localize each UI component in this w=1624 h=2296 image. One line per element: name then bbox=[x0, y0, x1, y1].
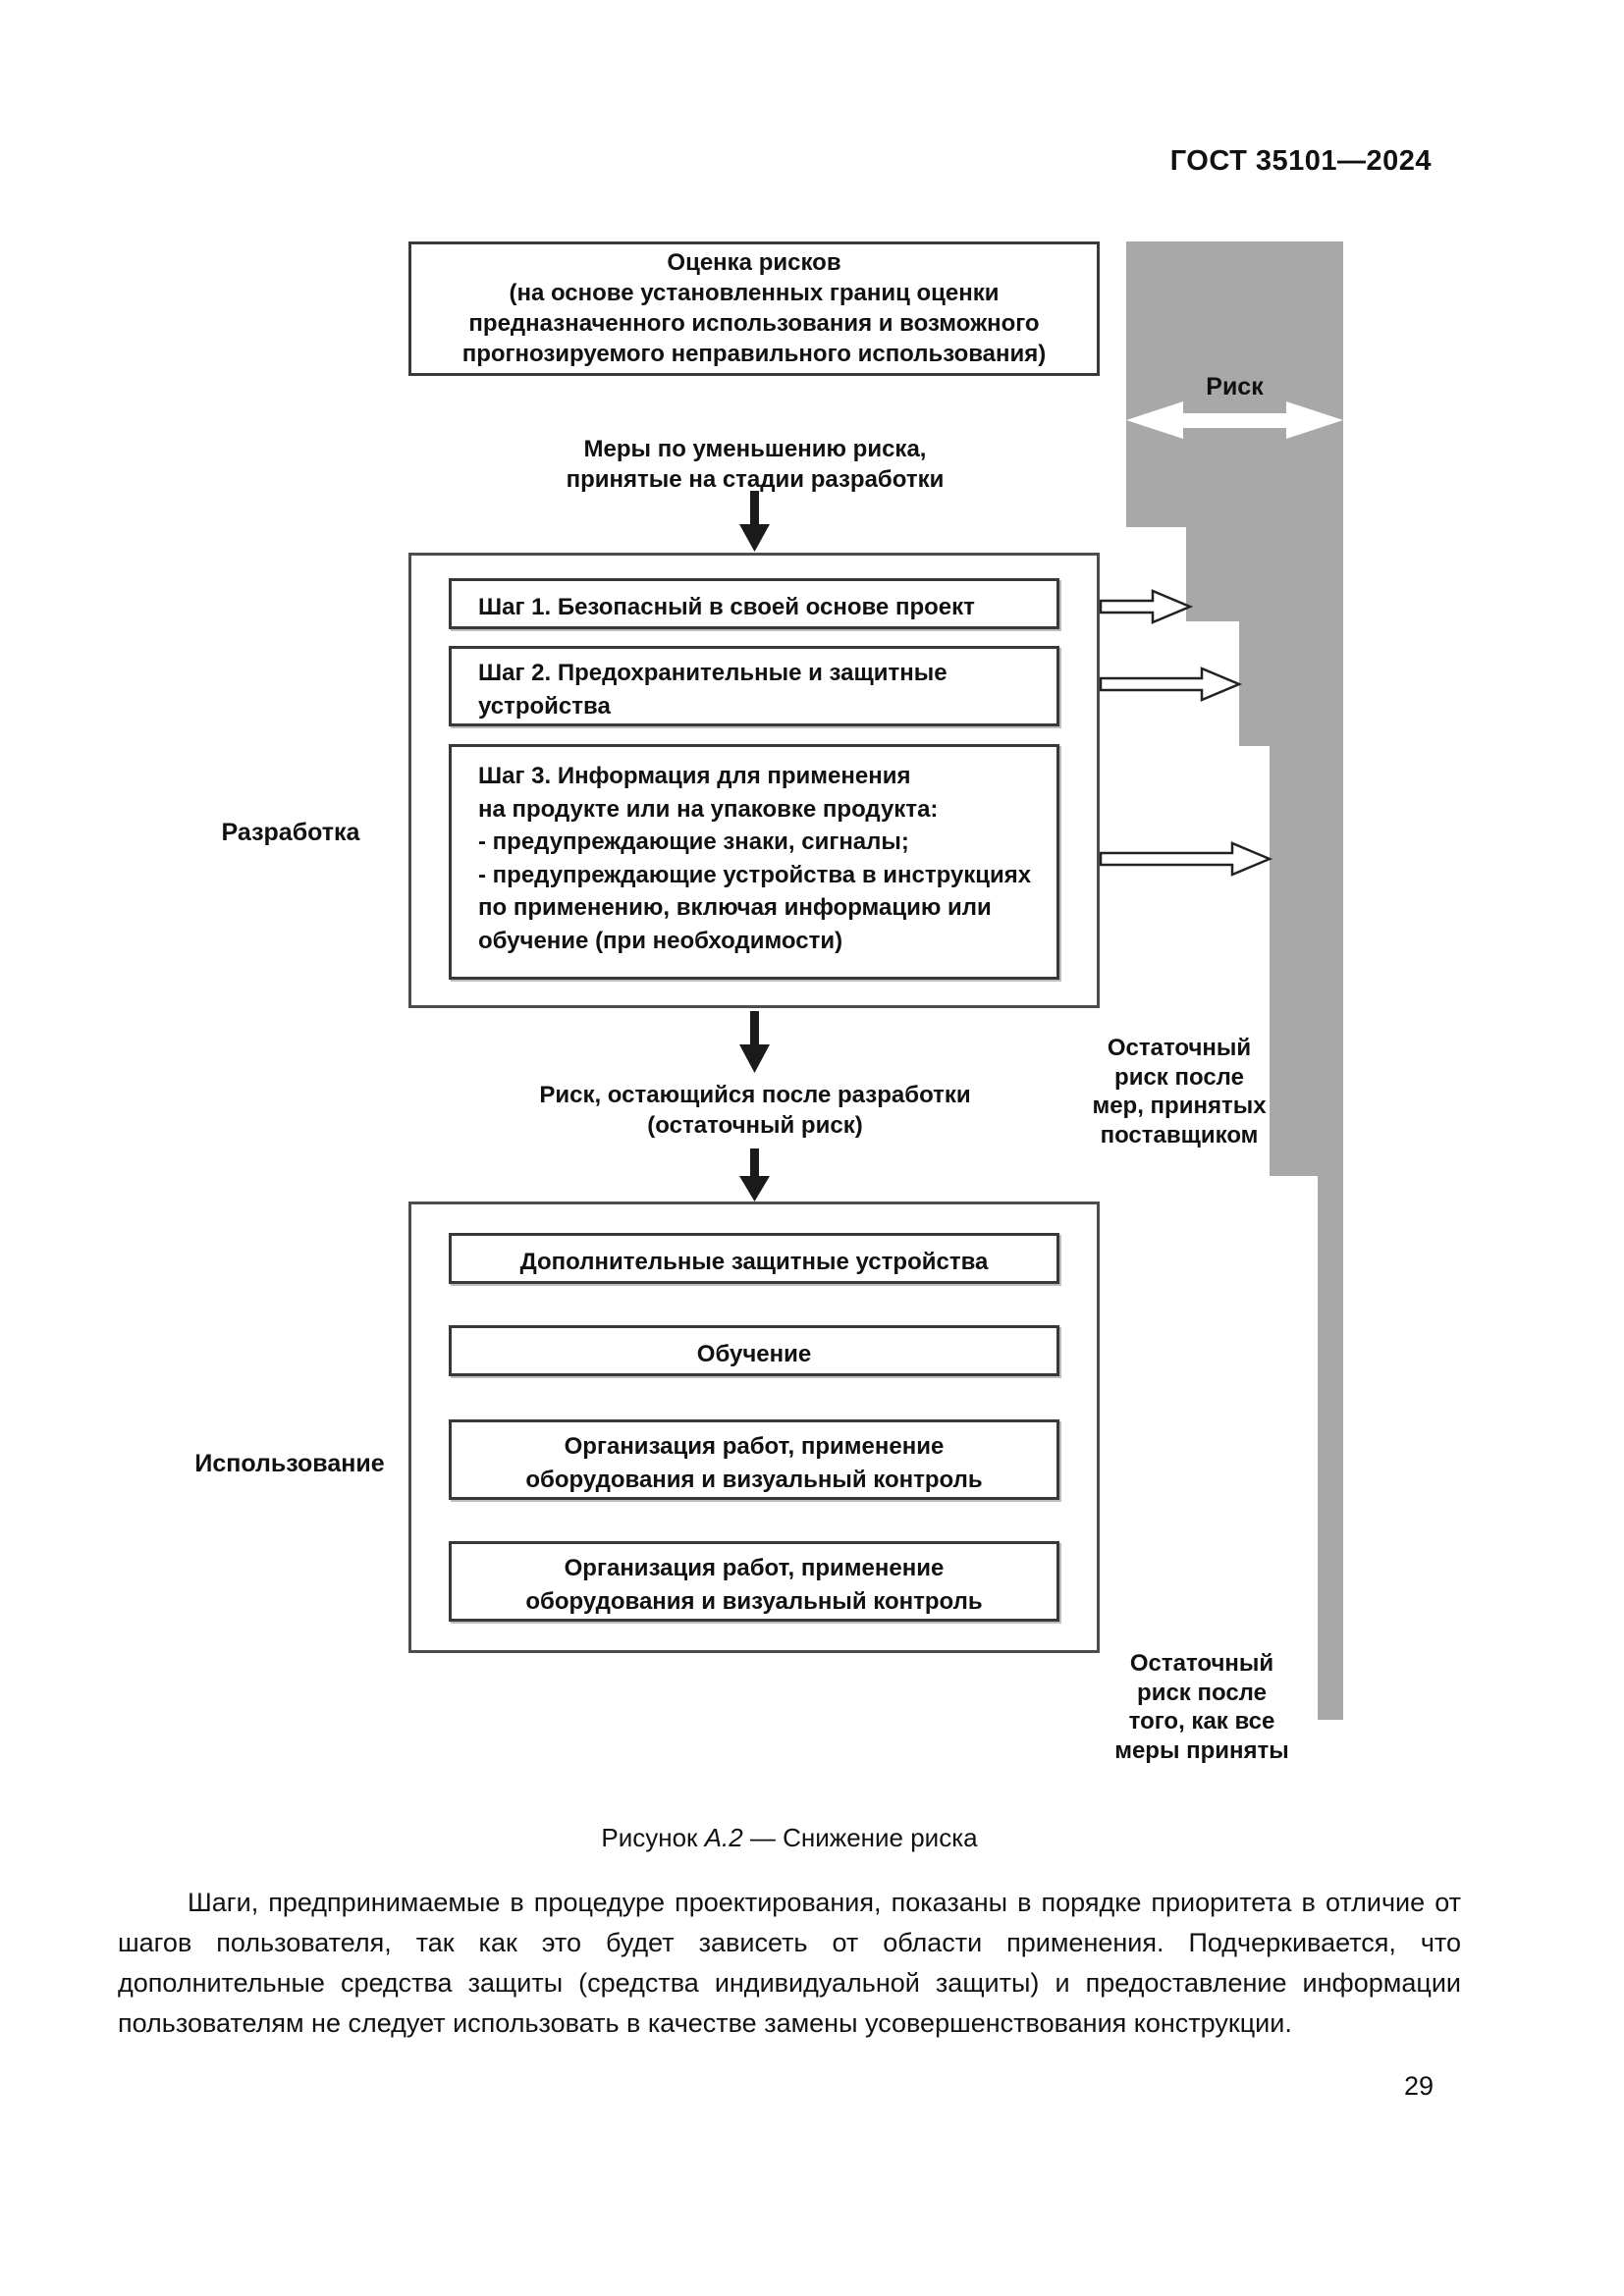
residual-line: (остаточный риск) bbox=[647, 1112, 863, 1139]
risk-assessment-box: Оценка рисков (на основе установленных г… bbox=[408, 241, 1100, 376]
document-header: ГОСТ 35101—2024 bbox=[1169, 145, 1432, 177]
use1-box: Дополнительные защитные устройства bbox=[449, 1233, 1059, 1284]
assessment-line: (на основе установленных границ оценки bbox=[509, 280, 1000, 306]
supplier-residual-line: поставщиком bbox=[1100, 1121, 1259, 1148]
use4-box: Организация работ, применение оборудован… bbox=[449, 1541, 1059, 1622]
down-arrow-measures bbox=[739, 491, 770, 552]
residual-note: Риск, остающийся после разработки (остат… bbox=[460, 1080, 1050, 1141]
step2-line: Шаг 2. Предохранительные и защитные bbox=[478, 660, 947, 686]
development-label: Разработка bbox=[221, 819, 360, 846]
step3-line: - предупреждающие устройства в инструкци… bbox=[478, 861, 1032, 888]
measures-line: принятые на стадии разработки bbox=[566, 466, 945, 493]
figure-caption-suffix: — Снижение риска bbox=[742, 1823, 978, 1852]
use-group-box bbox=[408, 1201, 1100, 1653]
assessment-line: прогнозируемого неправильного использова… bbox=[461, 341, 1047, 367]
risk-double-arrow bbox=[1126, 401, 1343, 439]
step1-box: Шаг 1. Безопасный в своей основе проект bbox=[449, 578, 1059, 629]
use3-box: Организация работ, применение оборудован… bbox=[449, 1419, 1059, 1500]
final-residual-line: того, как все bbox=[1128, 1708, 1275, 1735]
assessment-line: Оценка рисков bbox=[667, 249, 841, 276]
supplier-residual-line: мер, принятых bbox=[1092, 1093, 1267, 1119]
down-arrow-use bbox=[739, 1148, 770, 1201]
block-arrow-step2 bbox=[1099, 667, 1243, 702]
block-arrow-step3 bbox=[1099, 841, 1273, 877]
final-residual-line: меры приняты bbox=[1114, 1736, 1289, 1764]
measures-note: Меры по уменьшению риска, принятые на ст… bbox=[460, 434, 1050, 495]
use2-box: Обучение bbox=[449, 1325, 1059, 1376]
step3-line: по применению, включая информацию или bbox=[478, 894, 992, 921]
final-residual-line: риск после bbox=[1137, 1679, 1267, 1706]
supplier-residual-line: риск после bbox=[1114, 1063, 1244, 1091]
use2-line: Обучение bbox=[696, 1341, 812, 1367]
final-residual-note: Остаточный риск после того, как все меры… bbox=[1104, 1649, 1300, 1765]
figure-caption-number: А.2 bbox=[704, 1823, 743, 1852]
final-residual-line: Остаточный bbox=[1129, 1650, 1274, 1677]
step3-line: - предупреждающие знаки, сигналы; bbox=[478, 828, 909, 855]
step3-line: обучение (при необходимости) bbox=[478, 927, 843, 954]
page-number: 29 bbox=[1403, 2071, 1434, 2101]
use3-line: Организация работ, применение bbox=[564, 1433, 945, 1460]
use3-line: оборудования и визуальный контроль bbox=[525, 1467, 983, 1493]
step3-line: Шаг 3. Информация для применения bbox=[478, 763, 911, 789]
development-group-box bbox=[408, 553, 1100, 1008]
supplier-residual-line: Остаточный bbox=[1107, 1035, 1252, 1061]
use4-line: оборудования и визуальный контроль bbox=[525, 1588, 983, 1615]
measures-line: Меры по уменьшению риска, bbox=[583, 436, 927, 462]
supplier-residual-note: Остаточный риск после мер, принятых пост… bbox=[1081, 1034, 1277, 1149]
use-label: Использование bbox=[194, 1450, 385, 1477]
step2-line: устройства bbox=[478, 693, 611, 720]
risk-label: Риск bbox=[1206, 373, 1264, 400]
assessment-line: предназначенного использования и возможн… bbox=[468, 310, 1040, 337]
step2-box: Шаг 2. Предохранительные и защитные устр… bbox=[449, 646, 1059, 726]
step1-line: Шаг 1. Безопасный в своей основе проект bbox=[478, 594, 975, 620]
step3-line: на продукте или на упаковке продукта: bbox=[478, 795, 939, 823]
use1-line: Дополнительные защитные устройства bbox=[519, 1249, 989, 1275]
risk-area-shape bbox=[1126, 241, 1343, 1720]
down-arrow-residual bbox=[739, 1011, 770, 1073]
body-paragraph: Шаги, предпринимаемые в процедуре проект… bbox=[118, 1888, 1461, 2038]
step3-box: Шаг 3. Информация для применения на прод… bbox=[449, 744, 1059, 980]
block-arrow-step1 bbox=[1099, 589, 1194, 624]
use4-line: Организация работ, применение bbox=[564, 1555, 945, 1581]
figure-caption-prefix: Рисунок bbox=[601, 1823, 705, 1852]
residual-line: Риск, остающийся после разработки bbox=[539, 1082, 971, 1108]
figure-caption: Рисунок А.2 — Снижение риска bbox=[118, 1823, 1461, 1853]
